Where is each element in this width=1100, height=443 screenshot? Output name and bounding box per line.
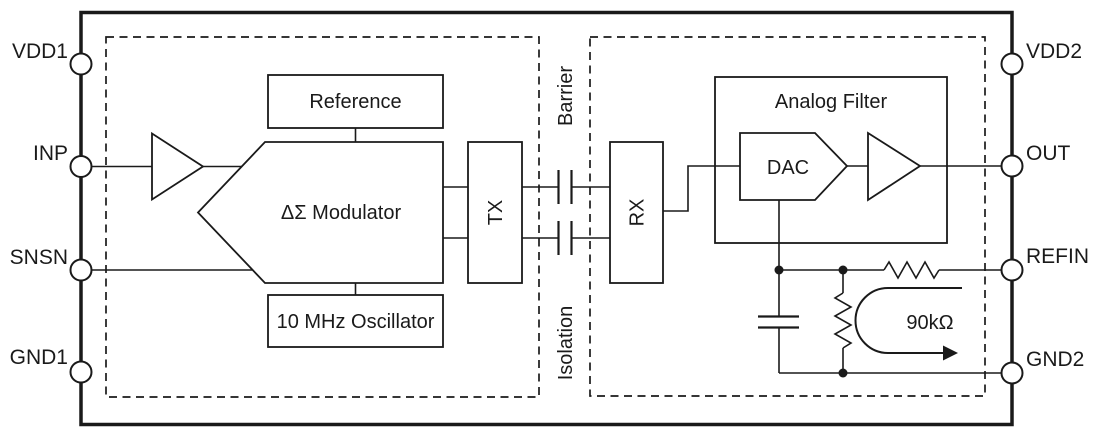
shunt-resistor-icon [833, 292, 853, 349]
barrier-label: Barrier [555, 66, 577, 126]
series-resistor-icon [883, 260, 940, 280]
rx-block [609, 141, 664, 284]
current-loop-arrowhead-icon [943, 345, 958, 361]
pin-circle-out [1000, 154, 1024, 178]
pin-circle-gnd1 [69, 360, 93, 384]
pin-circle-gnd2 [1000, 361, 1024, 385]
wire-rx-to-dac [663, 165, 740, 212]
reference-block [267, 74, 444, 129]
resistor-value-label: 90kΩ [906, 312, 953, 334]
pin-circle-snsn [69, 258, 93, 282]
output-amplifier-icon [867, 131, 922, 202]
pin-circle-inp [69, 155, 93, 178]
junction-dot [838, 265, 848, 275]
modulator-block [196, 141, 444, 284]
pin-label-gnd1: GND1 [10, 346, 68, 369]
secondary-side-dashed-box [589, 36, 986, 397]
oscillator-block [267, 294, 444, 348]
analog-filter-label: Analog Filter [775, 91, 888, 113]
junction-dot [774, 265, 784, 275]
junction-dot [838, 368, 848, 378]
tx-block [467, 141, 523, 284]
isolation-label: Isolation [555, 306, 577, 381]
analog-filter-block [714, 76, 948, 244]
reference-label: Reference [309, 91, 401, 113]
dac-block [739, 132, 849, 201]
pin-label-vdd2: VDD2 [1026, 40, 1082, 63]
pin-label-inp: INP [33, 142, 68, 165]
pin-label-out: OUT [1026, 142, 1071, 165]
dac-label: DAC [767, 157, 809, 179]
current-loop-arrow-icon [854, 287, 962, 354]
modulator-label: ΔΣ Modulator [281, 202, 402, 224]
input-amplifier-icon [151, 131, 205, 202]
chip-boundary [79, 10, 1014, 427]
pin-label-gnd2: GND2 [1026, 348, 1084, 371]
oscillator-label: 10 MHz Oscillator [277, 311, 435, 333]
pin-label-vdd1: VDD1 [12, 40, 68, 63]
rx-label: RX [627, 199, 649, 227]
pin-label-refin: REFIN [1026, 245, 1089, 268]
pin-label-snsn: SNSN [10, 246, 68, 269]
pin-circle-vdd2 [1000, 52, 1024, 76]
primary-side-dashed-box [105, 36, 540, 398]
pin-circle-refin [1000, 258, 1024, 282]
tx-label: TX [485, 200, 507, 226]
pin-circle-vdd1 [69, 52, 93, 76]
